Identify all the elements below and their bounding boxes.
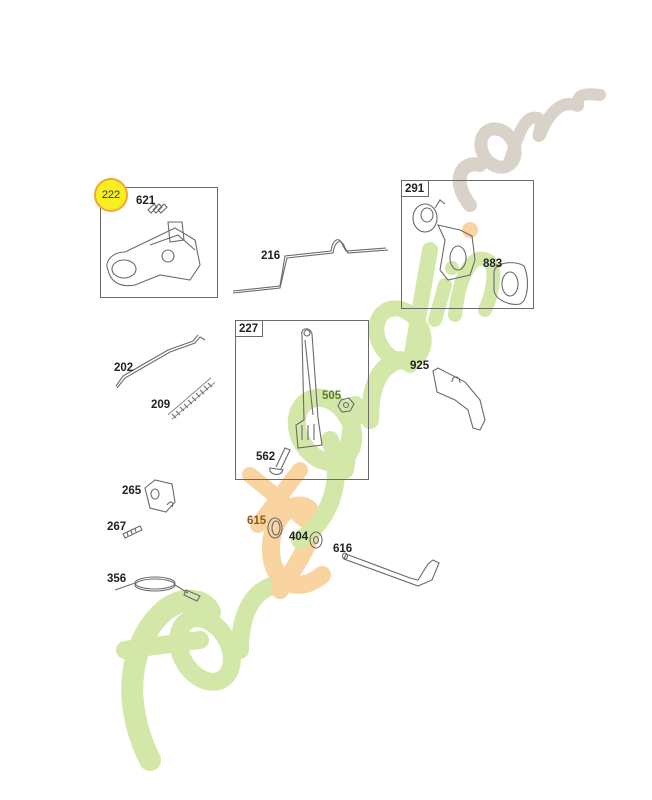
part-label-562[interactable]: 562 bbox=[256, 451, 276, 463]
assembly-box-222 bbox=[100, 187, 218, 298]
highlighted-part-badge-222[interactable]: 222 bbox=[94, 178, 128, 212]
part-202-drawing bbox=[116, 336, 206, 389]
part-616-drawing bbox=[341, 552, 440, 587]
part-label-209[interactable]: 209 bbox=[151, 399, 171, 411]
part-265-drawing bbox=[144, 479, 176, 513]
part-222-drawing bbox=[106, 221, 201, 287]
assembly-tag-227: 227 bbox=[235, 320, 264, 337]
assembly-box-227: 227 bbox=[235, 320, 369, 480]
part-label-616[interactable]: 616 bbox=[333, 543, 353, 555]
part-883-drawing bbox=[493, 262, 529, 305]
part-505-drawing bbox=[337, 397, 355, 413]
part-label-202[interactable]: 202 bbox=[114, 362, 134, 374]
part-209-drawing bbox=[167, 377, 216, 420]
part-label-404[interactable]: 404 bbox=[289, 531, 309, 543]
assembly-box-291: 291 bbox=[401, 180, 534, 309]
part-291-drawing bbox=[412, 199, 476, 281]
part-label-505[interactable]: 505 bbox=[322, 390, 342, 402]
part-621-drawing bbox=[147, 203, 168, 214]
part-404-drawing bbox=[309, 531, 323, 549]
part-label-265[interactable]: 265 bbox=[122, 485, 142, 497]
part-label-615[interactable]: 615 bbox=[247, 515, 267, 527]
part-562-drawing bbox=[269, 447, 291, 476]
part-label-216[interactable]: 216 bbox=[261, 250, 281, 262]
part-label-883[interactable]: 883 bbox=[483, 258, 503, 270]
part-label-267[interactable]: 267 bbox=[107, 521, 127, 533]
assembly-tag-291: 291 bbox=[401, 180, 430, 197]
part-label-925[interactable]: 925 bbox=[410, 360, 430, 372]
part-267-drawing bbox=[122, 525, 143, 539]
part-356-drawing bbox=[114, 576, 201, 602]
part-227-drawing bbox=[295, 328, 323, 449]
part-label-356[interactable]: 356 bbox=[107, 573, 127, 585]
part-615-drawing bbox=[267, 517, 283, 539]
part-925-drawing bbox=[432, 367, 486, 431]
part-216-drawing bbox=[232, 241, 389, 294]
part-label-621[interactable]: 621 bbox=[136, 195, 156, 207]
